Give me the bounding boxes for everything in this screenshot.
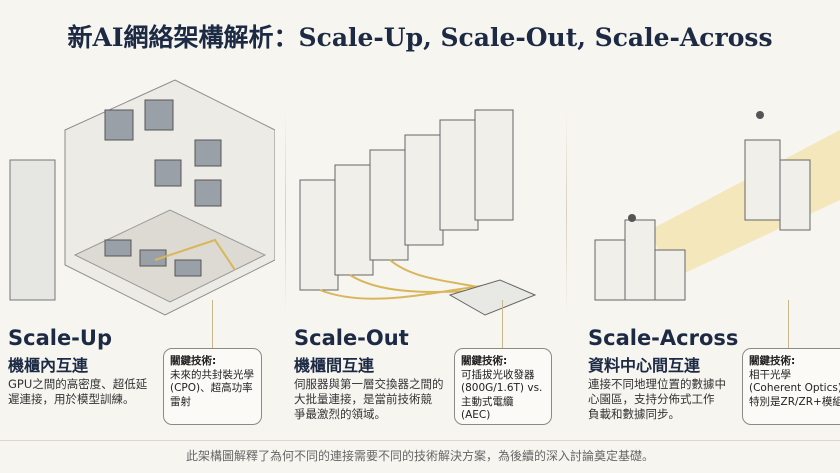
key-tech-label: 關鍵技術: (461, 355, 508, 367)
page-title: 新AI網絡架構解析：Scale-Up, Scale-Out, Scale-Acr… (67, 23, 773, 52)
panel-subheading: 資料中心間互連 (588, 356, 701, 375)
desc-line: 遲連接，用於模型訓練。 (8, 392, 135, 406)
footer-divider (0, 440, 840, 441)
footer-caption: 此架構圖解釋了為何不同的連接需要不同的技術解決方案，為後續的深入討論奠定基礎。 (185, 449, 654, 463)
server-racks-illustration (299, 109, 537, 316)
panel-heading: Scale-Across (588, 326, 739, 350)
key-tech-box: 關鍵技術: 可插拔光收發器 (800G/1.6T) vs. 主動式電纜 (AEC… (454, 348, 552, 425)
desc-line: 爭最激烈的領域。 (294, 407, 386, 421)
panel-heading: Scale-Up (8, 326, 112, 350)
key-tech-box: 關鍵技術: 未來的共封裝光學 (CPO)、超高功率 雷射 (163, 348, 262, 425)
key-tech-line: (Coherent Optics) (749, 382, 840, 394)
desc-line: 連接不同地理位置的數據中 (588, 377, 726, 391)
desc-line: 負載和數據同步。 (588, 407, 680, 421)
desc-line: 大批量連接，是當前技術競 (294, 392, 432, 406)
connector-line (212, 300, 213, 348)
desc-line: 伺服器與第一層交換器之間的 (294, 377, 444, 391)
key-tech-line: 雷射 (170, 395, 191, 408)
connector-line (788, 300, 789, 348)
key-tech-line: 未來的共封裝光學 (170, 368, 254, 381)
key-tech-line: (800G/1.6T) vs. (461, 382, 543, 394)
rack-gpu-illustration (9, 79, 275, 316)
panel-subheading: 機櫃間互連 (294, 356, 375, 375)
key-tech-line: 相干光學 (749, 368, 791, 381)
panel-description: GPU之間的高密度、超低延 遲連接，用於模型訓練。 (8, 377, 147, 407)
key-tech-label: 關鍵技術: (749, 355, 796, 367)
key-tech-box: 關鍵技術: 相干光學 (Coherent Optics) 特別是ZR/ZR+模組 (742, 348, 840, 425)
key-tech-line: 主動式電纜 (AEC) (461, 395, 514, 422)
key-tech-line: (CPO)、超高功率 (170, 382, 253, 394)
key-tech-label: 關鍵技術: (170, 355, 217, 367)
key-tech-line: 特別是ZR/ZR+模組 (749, 395, 840, 408)
key-tech-line: 可插拔光收發器 (461, 368, 535, 381)
desc-line: GPU之間的高密度、超低延 (8, 377, 148, 391)
connector-line (502, 300, 503, 348)
panel-subheading: 機櫃內互連 (8, 356, 89, 375)
panel-heading: Scale-Out (294, 326, 409, 350)
panel-divider (566, 110, 567, 315)
panel-description: 伺服器與第一層交換器之間的 大批量連接，是當前技術競 爭最激烈的領域。 (294, 377, 444, 422)
panel-divider (285, 110, 286, 315)
desc-line: 心園區，支持分佈式工作 (588, 392, 715, 406)
datacenter-campus-illustration (594, 111, 840, 301)
panel-description: 連接不同地理位置的數據中 心園區，支持分佈式工作 負載和數據同步。 (588, 377, 726, 422)
